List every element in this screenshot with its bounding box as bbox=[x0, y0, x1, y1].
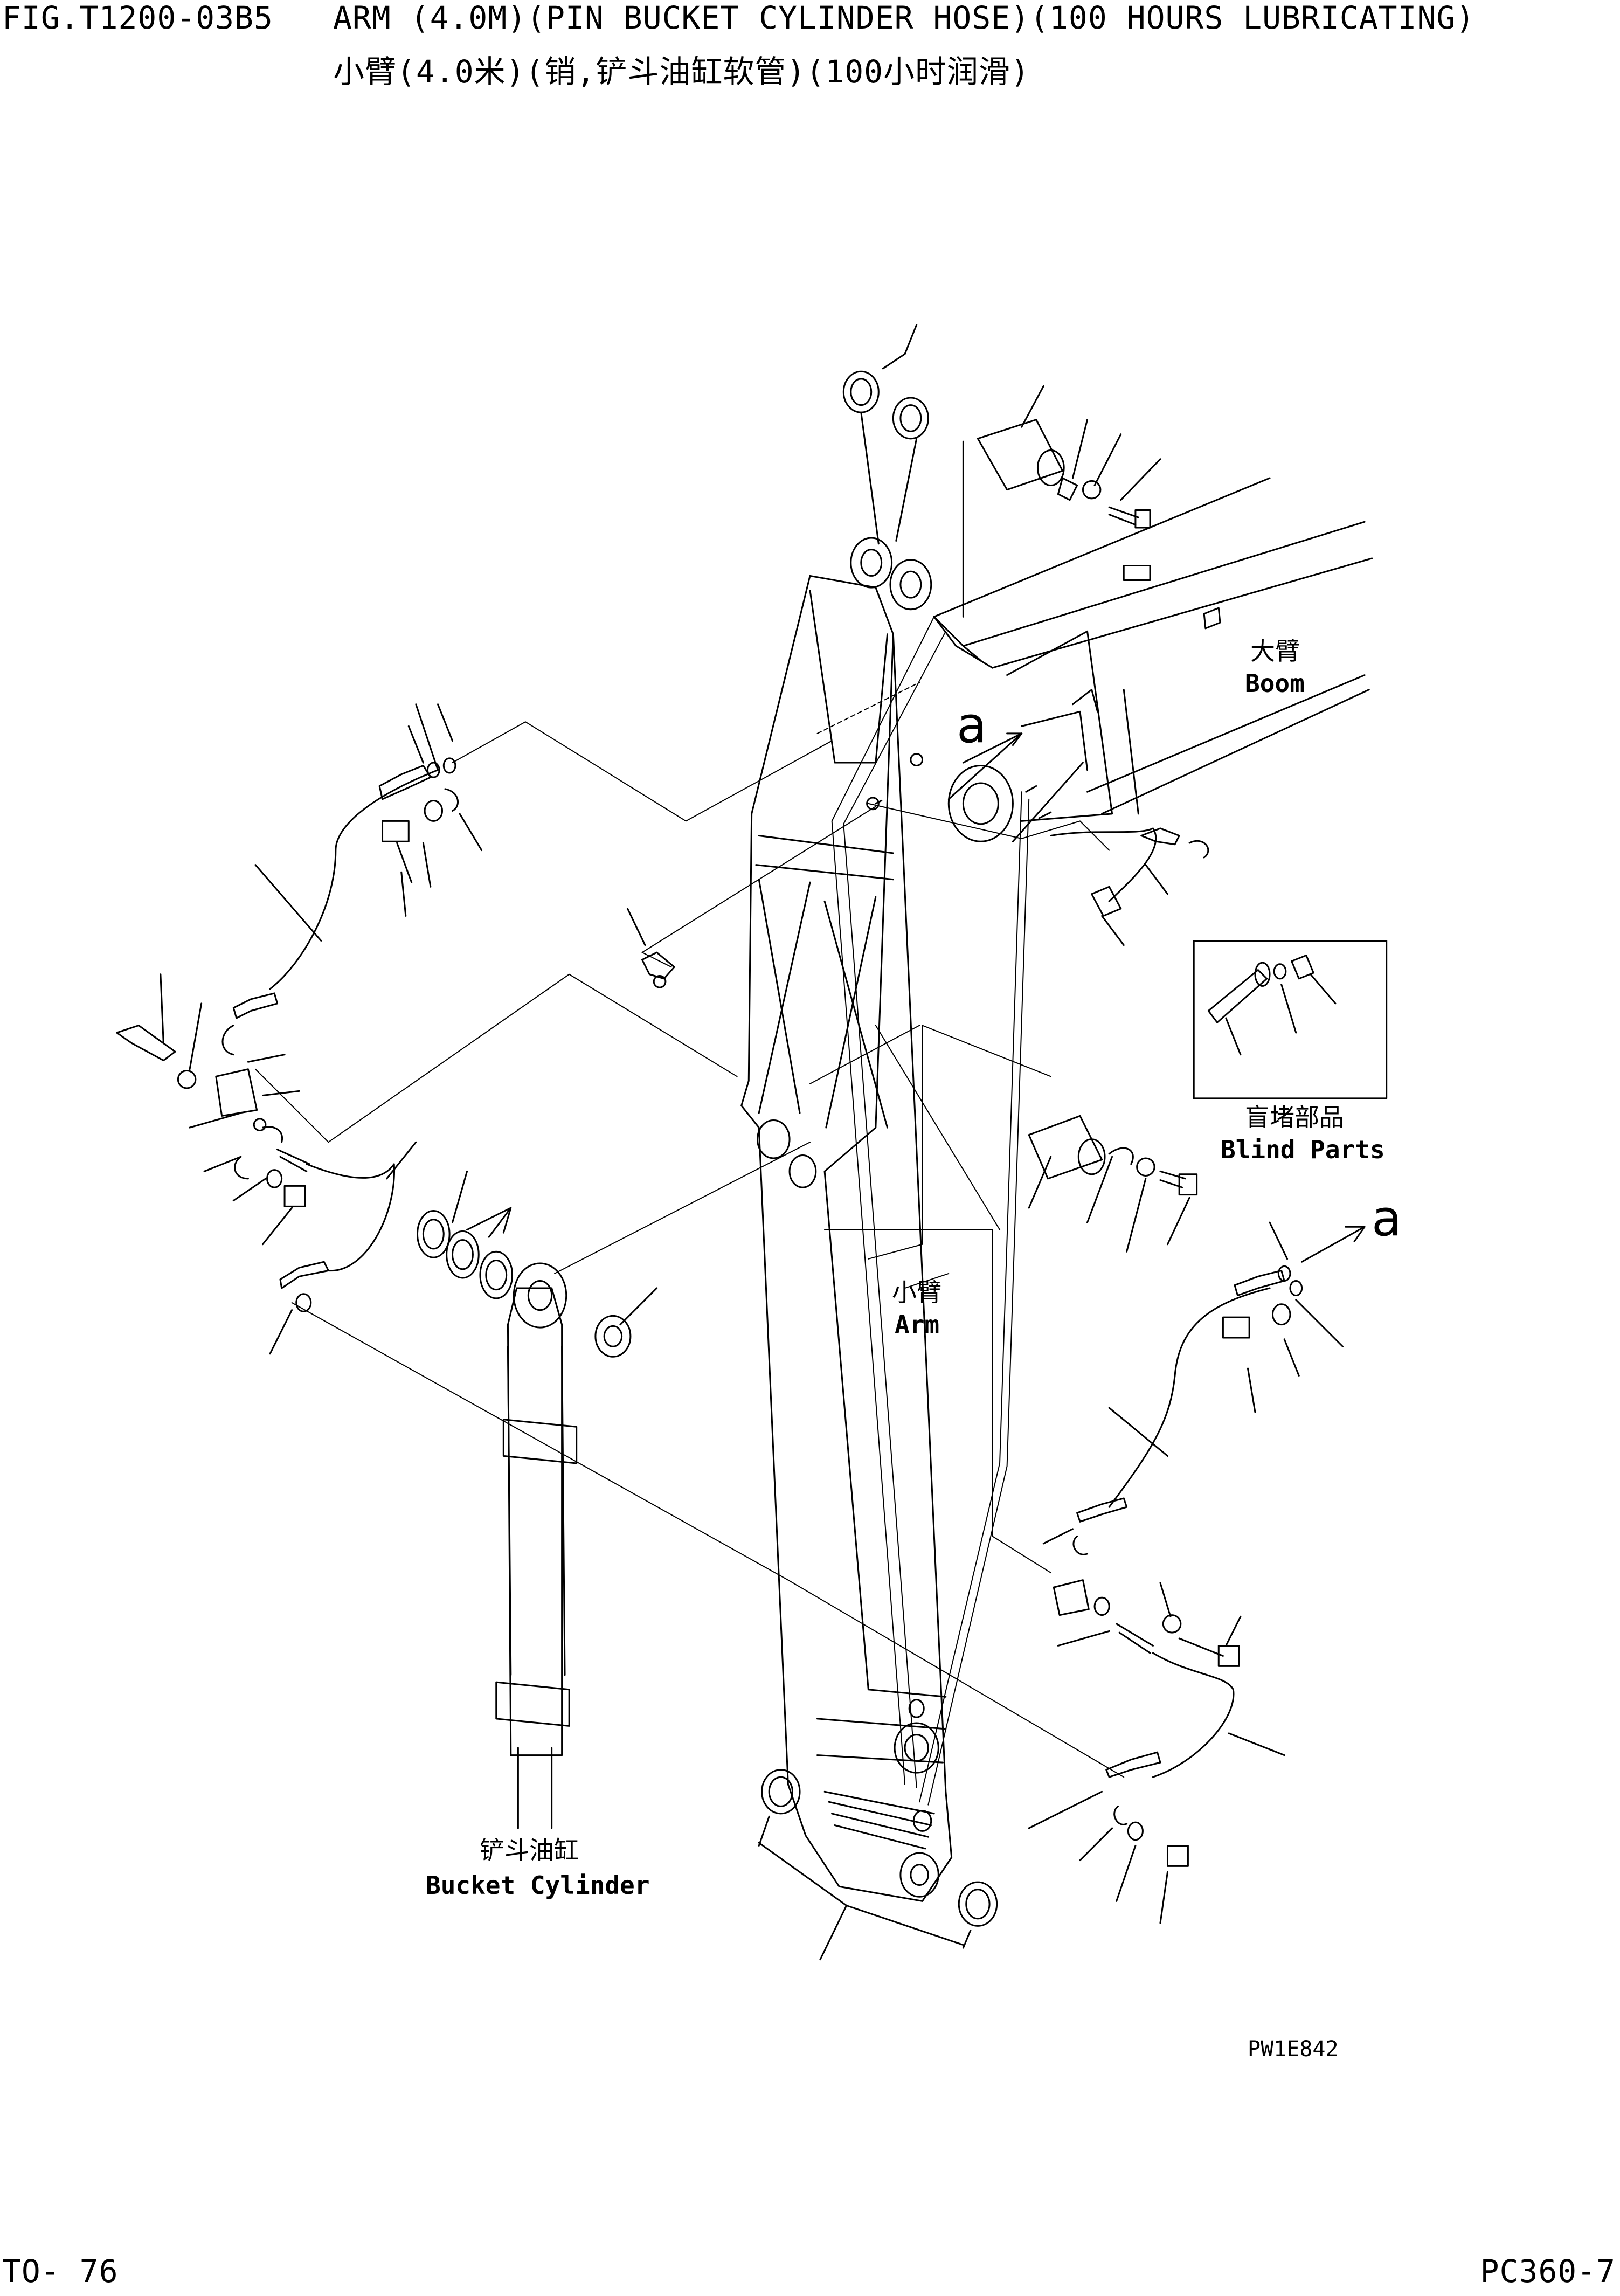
arrow-view-a-right bbox=[1302, 1227, 1365, 1262]
dashed-reference-line bbox=[818, 682, 920, 734]
machine-model: PC360-7 bbox=[1480, 2253, 1616, 2290]
arm-label-cn: 小臂 bbox=[892, 1278, 941, 1307]
arm-label-en: Arm bbox=[895, 1310, 940, 1339]
boom-fitting-hose bbox=[1051, 828, 1208, 945]
callout-view-a-right: a bbox=[1372, 1190, 1402, 1247]
blind-parts-label-cn: 盲堵部品 bbox=[1245, 1103, 1344, 1132]
arrow-view-a-top bbox=[963, 734, 1021, 763]
drawing-code: PW1E842 bbox=[1248, 2037, 1339, 2062]
boom-label-cn: 大臂 bbox=[1250, 637, 1300, 666]
callout-view-a-top: a bbox=[957, 696, 987, 754]
leader-lines bbox=[255, 722, 1124, 1777]
bucket-cylinder-label-en: Bucket Cylinder bbox=[426, 1871, 650, 1900]
blind-parts-inset bbox=[1194, 940, 1386, 1098]
elbow-fitting bbox=[627, 754, 922, 987]
upper-left-hose bbox=[117, 704, 482, 1354]
arm-body bbox=[742, 538, 952, 1901]
figure-number: FIG.T1200-03B5 bbox=[2, 0, 273, 36]
bucket-cylinder-label-cn: 铲斗油缸 bbox=[480, 1836, 579, 1865]
middle-pin-assembly bbox=[1029, 1116, 1196, 1251]
page-number: TO- 76 bbox=[2, 2253, 119, 2290]
washers-and-bucket-cylinder bbox=[418, 1171, 657, 1828]
blind-parts-label-en: Blind Parts bbox=[1221, 1135, 1385, 1164]
boom-body bbox=[934, 478, 1372, 841]
right-side-hose bbox=[1029, 1222, 1342, 1923]
top-pin-assembly bbox=[843, 325, 1160, 661]
figure-title-en: ARM (4.0M)(PIN BUCKET CYLINDER HOSE)(100… bbox=[333, 0, 1476, 36]
figure-title-cn: 小臂(4.0米)(销,铲斗油缸软管)(100小时润滑) bbox=[333, 53, 1030, 90]
bottom-pin-washers bbox=[759, 1770, 996, 1960]
boom-label-en: Boom bbox=[1245, 669, 1305, 698]
grease-lines bbox=[832, 617, 1029, 1804]
